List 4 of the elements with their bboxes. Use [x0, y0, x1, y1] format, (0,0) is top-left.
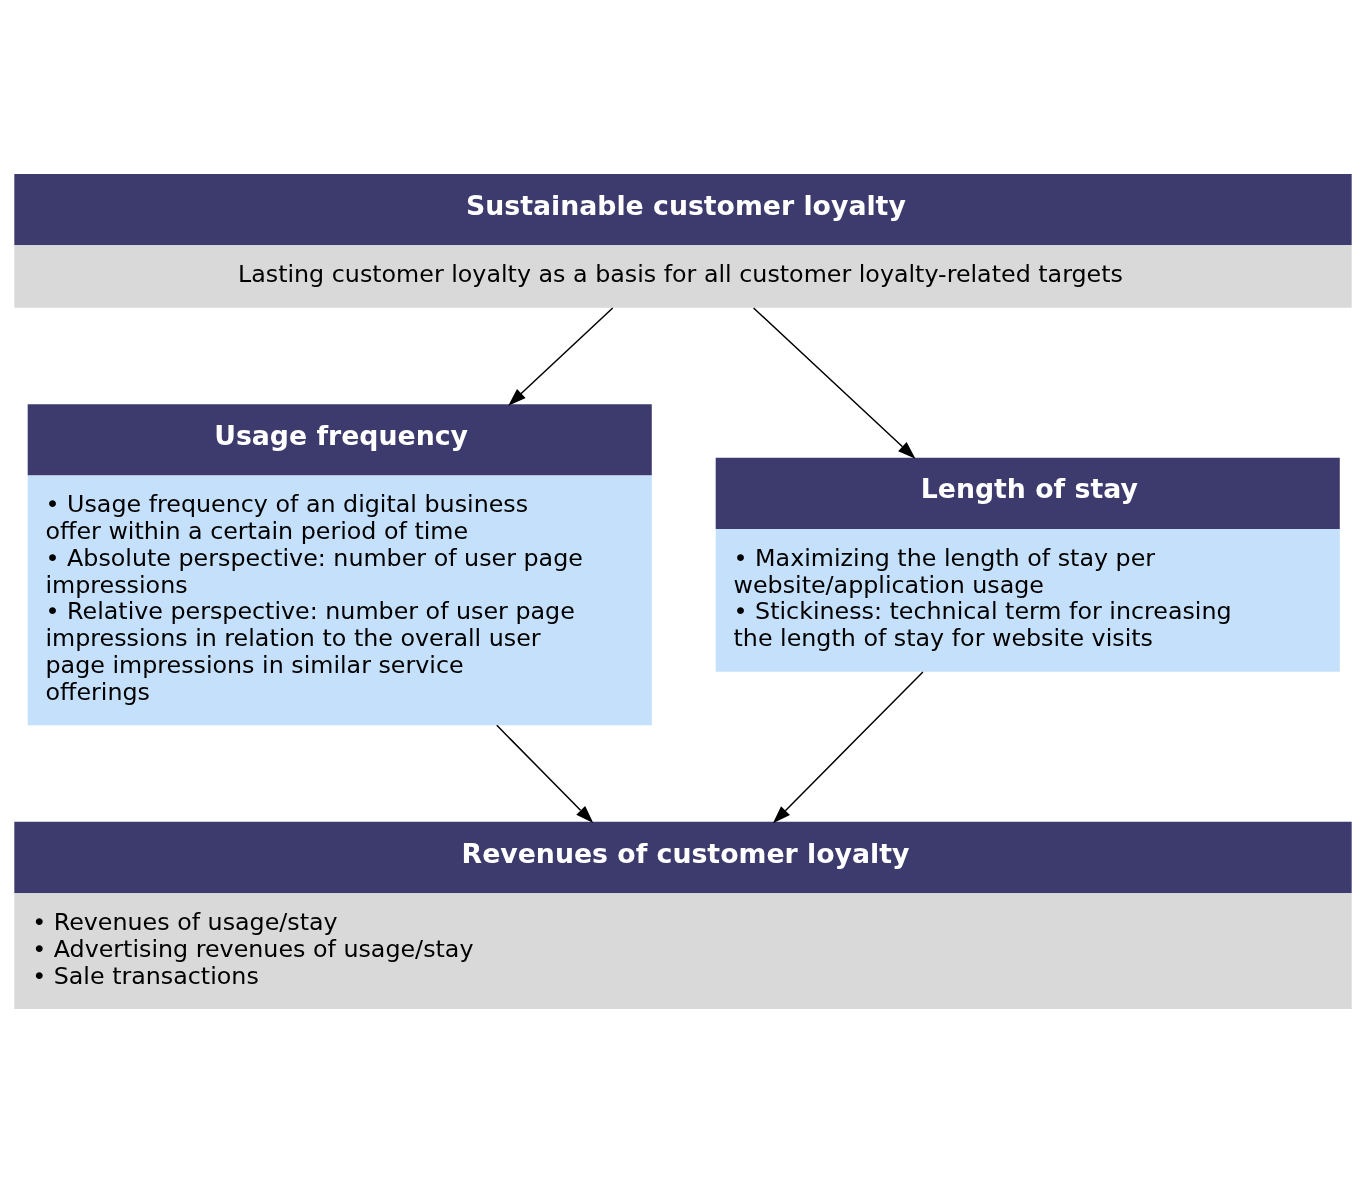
arrow [496, 724, 594, 824]
arrow [752, 307, 916, 459]
arrow [772, 671, 924, 824]
arrow [508, 307, 614, 406]
